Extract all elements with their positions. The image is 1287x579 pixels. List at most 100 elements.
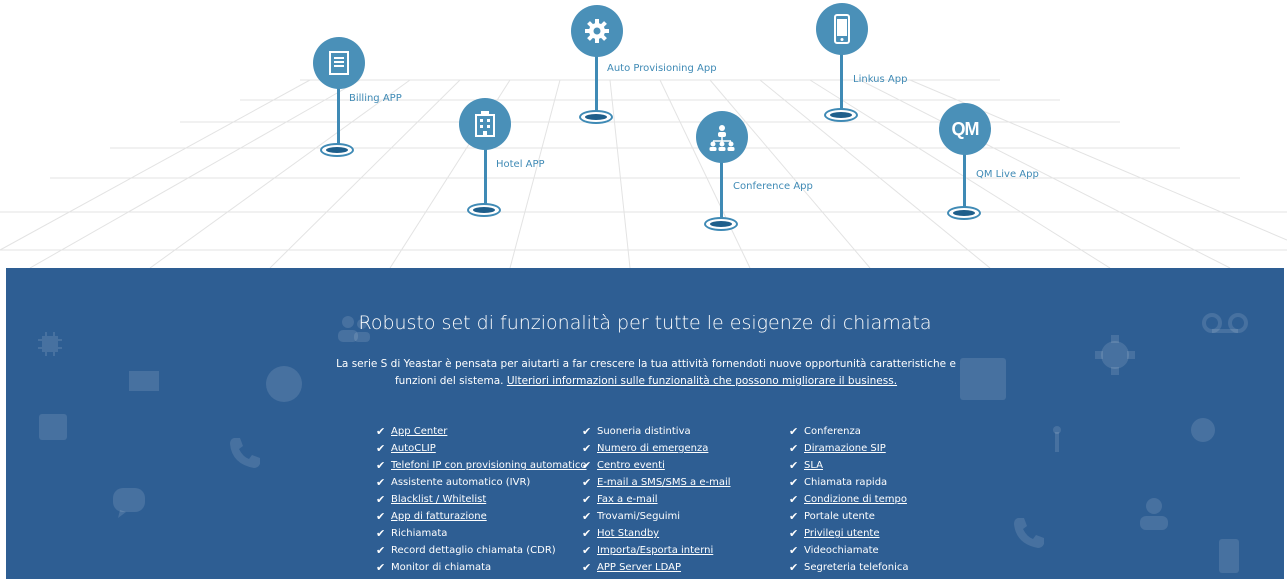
checkmark-icon: ✔ xyxy=(789,476,799,489)
hotel-pin-base xyxy=(467,203,501,217)
feature-link[interactable]: Numero di emergenza xyxy=(597,443,709,454)
checkmark-icon: ✔ xyxy=(789,493,799,506)
feature-label: Record dettaglio chiamata (CDR) xyxy=(391,545,556,556)
feature-link[interactable]: Hot Standby xyxy=(597,528,660,539)
feature-item[interactable]: ✔SLA xyxy=(789,457,909,474)
checkmark-icon: ✔ xyxy=(376,425,386,438)
linkus-pin-base xyxy=(824,108,858,122)
feature-item[interactable]: ✔ Fax a e-mail xyxy=(582,491,731,508)
feature-item: ✔Richiamata xyxy=(376,525,587,542)
inbox-icon xyxy=(39,414,67,440)
feature-label: Chiamata rapida xyxy=(804,477,888,488)
checkmark-icon: ✔ xyxy=(789,425,799,438)
group-icon xyxy=(338,316,370,342)
mail-icon xyxy=(129,371,159,391)
feature-link[interactable]: App Center xyxy=(391,426,448,437)
voicemail-icon xyxy=(1202,313,1248,333)
features-section: Robusto set di funzionalità per tutte le… xyxy=(6,268,1284,579)
feature-label: Suoneria distintiva xyxy=(597,426,691,437)
globe-icon xyxy=(266,366,302,402)
feature-link[interactable]: Importa/Esporta interni xyxy=(597,545,714,556)
feature-link[interactable]: Diramazione SIP xyxy=(804,443,886,454)
checkmark-icon: ✔ xyxy=(582,442,592,455)
more-info-link[interactable]: Ulteriori informazioni sulle funzionalit… xyxy=(506,375,898,387)
checkmark-icon: ✔ xyxy=(789,442,799,455)
conference-pin-line xyxy=(720,160,723,218)
checkmark-icon: ✔ xyxy=(789,510,799,523)
feature-item[interactable]: ✔ App di fatturazione xyxy=(376,508,587,525)
feature-link[interactable]: AutoCLIP xyxy=(391,443,436,454)
checkmark-icon: ✔ xyxy=(789,527,799,540)
section-description: La serie S di Yeastar è pensata per aiut… xyxy=(326,356,966,390)
auto-provisioning-app-label[interactable]: Auto Provisioning App xyxy=(607,63,717,74)
auto-provisioning-app-icon[interactable] xyxy=(571,5,623,57)
feature-label: Videochiamate xyxy=(804,545,879,556)
feature-link[interactable]: Fax a e-mail xyxy=(597,494,658,505)
hotel-app-icon[interactable] xyxy=(459,98,511,150)
feature-item: ✔ Portale utente xyxy=(789,508,909,525)
billing-app-icon[interactable] xyxy=(313,37,365,89)
checkmark-icon: ✔ xyxy=(376,476,386,489)
checkmark-icon: ✔ xyxy=(789,544,799,557)
feature-item[interactable]: ✔ Blacklist / Whitelist xyxy=(376,491,587,508)
linkus-pin-line xyxy=(840,52,843,110)
feature-column-2: ✔ Suoneria distintiva ✔ Numero di emergenza… xyxy=(582,423,731,576)
feature-link[interactable]: Condizione di tempo xyxy=(804,494,907,505)
qm-live-app-icon[interactable]: QM xyxy=(939,103,991,155)
checkmark-icon: ✔ xyxy=(582,476,592,489)
feature-item: ✔Assistente automatico (IVR) xyxy=(376,474,587,491)
feature-column-1: ✔App Center✔AutoCLIP✔Telefoni IP con pro… xyxy=(376,423,587,576)
feature-item[interactable]: ✔AutoCLIP xyxy=(376,440,587,457)
billing-app-label[interactable]: Billing APP xyxy=(349,93,402,104)
feature-item[interactable]: ✔ Condizione di tempo xyxy=(789,491,909,508)
desk-phone-icon xyxy=(960,358,1006,400)
checkmark-icon: ✔ xyxy=(376,493,386,506)
feature-item[interactable]: ✔ Importa/Esporta interni xyxy=(582,542,731,559)
feature-label: Portale utente xyxy=(804,511,875,522)
handset-icon xyxy=(1014,518,1044,548)
linkus-app-label[interactable]: Linkus App xyxy=(853,74,908,85)
feature-item[interactable]: ✔APP Server LDAP xyxy=(582,559,731,576)
feature-link[interactable]: SLA xyxy=(804,460,823,471)
feature-link[interactable]: Telefoni IP con provisioning automatico xyxy=(391,460,587,471)
conference-app-label[interactable]: Conference App xyxy=(733,181,813,192)
checkmark-icon: ✔ xyxy=(376,544,386,557)
settings-icon xyxy=(1191,418,1215,442)
feature-link[interactable]: Privilegi utente xyxy=(804,528,880,539)
auto-provisioning-pin-line xyxy=(595,54,598,112)
phone-icon xyxy=(230,438,260,468)
chat-icon xyxy=(113,488,145,518)
feature-label: Richiamata xyxy=(391,528,448,539)
feature-item[interactable]: ✔ E-mail a SMS/SMS a e-mail xyxy=(582,474,731,491)
perspective-grid xyxy=(0,79,1287,268)
feature-label: Monitor di chiamata xyxy=(391,562,492,573)
billing-pin-base xyxy=(320,143,354,157)
checkmark-icon: ✔ xyxy=(582,510,592,523)
hotel-pin-line xyxy=(484,146,487,205)
feature-item[interactable]: ✔ Diramazione SIP xyxy=(789,440,909,457)
feature-link[interactable]: Centro eventi xyxy=(597,460,665,471)
checkmark-icon: ✔ xyxy=(582,544,592,557)
qm-live-app-label[interactable]: QM Live App xyxy=(976,169,1039,180)
hotel-app-label[interactable]: Hotel APP xyxy=(496,159,545,170)
feature-link[interactable]: E-mail a SMS/SMS a e-mail xyxy=(597,477,731,488)
feature-item: ✔ Chiamata rapida xyxy=(789,474,909,491)
feature-item[interactable]: ✔ App Center xyxy=(376,423,587,440)
feature-item[interactable]: ✔ Privilegi utente xyxy=(789,525,909,542)
gear-icon xyxy=(1095,335,1135,375)
feature-link[interactable]: Blacklist / Whitelist xyxy=(391,494,487,505)
feature-link[interactable]: APP Server LDAP xyxy=(597,562,682,573)
checkmark-icon: ✔ xyxy=(582,493,592,506)
linkus-app-icon[interactable] xyxy=(816,3,868,55)
qm-live-pin-base xyxy=(947,206,981,220)
apps-showcase: Billing APP Hotel APP Auto Provisioning … xyxy=(0,0,1287,268)
checkmark-icon: ✔ xyxy=(582,527,592,540)
feature-link[interactable]: App di fatturazione xyxy=(391,511,487,522)
section-title: Robusto set di funzionalità per tutte le… xyxy=(358,312,932,334)
feature-item[interactable]: ✔ Hot Standby xyxy=(582,525,731,542)
conference-app-icon[interactable] xyxy=(696,111,748,163)
feature-item[interactable]: ✔Telefoni IP con provisioning automatico xyxy=(376,457,587,474)
feature-item[interactable]: ✔Centro eventi xyxy=(582,457,731,474)
checkmark-icon: ✔ xyxy=(376,510,386,523)
feature-item[interactable]: ✔ Numero di emergenza xyxy=(582,440,731,457)
